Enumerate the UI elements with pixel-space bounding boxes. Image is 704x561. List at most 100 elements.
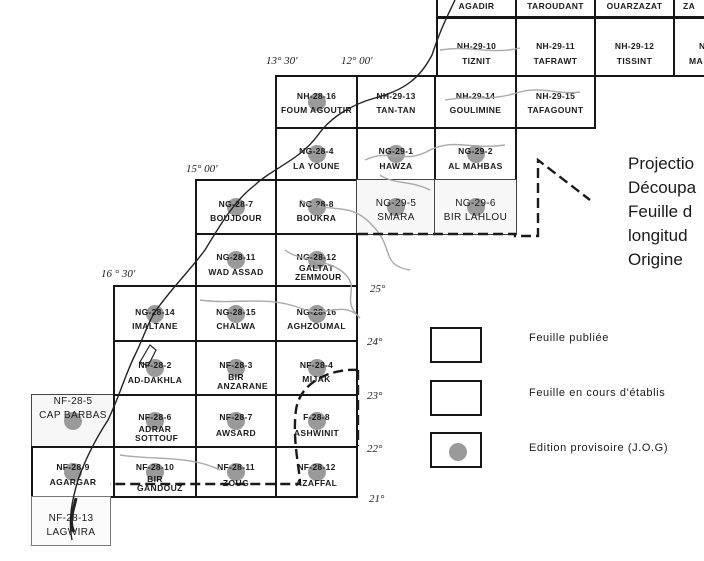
sheet-name: BOUKRA — [296, 213, 337, 223]
sheet-name: GOULIMINE — [449, 105, 502, 115]
coord-lat-24: 24° — [367, 336, 383, 348]
sheet-nh-29-10[interactable]: NH-29-10 TIZNIT — [436, 17, 517, 77]
sheet-name: LA YOUNE — [293, 161, 340, 171]
sheet-agadir[interactable]: AGADIR — [436, 0, 517, 18]
sheet-name: GALTAT ZEMMOUR — [295, 263, 342, 282]
sheet-taroudant[interactable]: TAROUDANT — [515, 0, 596, 18]
sheet-nf-28-2[interactable]: NF-28-2 AD-DAKHLA — [113, 340, 197, 396]
sheet-name: HAWZA — [379, 161, 413, 171]
sheet-name: OUARZAZAT — [606, 1, 663, 11]
sheet-code: NH-29-13 — [376, 91, 416, 101]
sheet-ouarzazat[interactable]: OUARZAZAT — [594, 0, 675, 18]
sheet-name: MA — [689, 56, 704, 66]
sheet-name: MIJAK — [302, 374, 331, 384]
sheet-name: WAD ASSAD — [208, 267, 264, 277]
sheet-nh-28-16[interactable]: NH-28-16 FOUM AGOUTIR — [275, 75, 358, 129]
sheet-nh-29-12[interactable]: NH-29-12 TISSINT — [594, 17, 675, 77]
sheet-name: CAP BARBAS — [39, 410, 107, 421]
sheet-nh-29-14[interactable]: NH-29-14 GOULIMINE — [434, 75, 517, 129]
projection-line: longitud — [628, 226, 688, 245]
projection-line: Feuille d — [628, 202, 693, 221]
sheet-name: ASHWINIT — [293, 428, 340, 438]
sheet-nf-28-9[interactable]: NF-28-9 AGARGAR — [31, 446, 115, 498]
legend-box-provisional — [430, 432, 482, 468]
sheet-name: ZA — [683, 1, 696, 11]
sheet-ng-29-5[interactable]: NG-29-5 SMARA — [356, 179, 436, 235]
sheet-name: AGARGAR — [49, 477, 97, 487]
coord-lat-22: 22° — [367, 443, 383, 455]
sheet-ng-28-8[interactable]: NG-28-8 BOUKRA — [275, 179, 358, 235]
projection-notes: Projectio Découpa Feuille d longitud Ori… — [628, 152, 696, 272]
sheet-code: F-28-8 — [303, 412, 330, 422]
projection-line: Origine — [628, 250, 683, 269]
sheet-ng-28-12[interactable]: NG-28-12 GALTAT ZEMMOUR — [275, 233, 358, 287]
sheet-nf-28-11[interactable]: NF-28-11 ZOUG — [195, 446, 277, 498]
sheet-code: NG-28-4 — [299, 146, 334, 156]
coord-lon-15-00: 15° 00' — [186, 163, 218, 175]
sheet-ng-29-6[interactable]: NG-29-6 BIR LAHLOU — [434, 179, 517, 235]
sheet-code: NF-28-12 — [297, 462, 336, 472]
sheet-name: AGADIR — [458, 1, 495, 11]
sheet-nf-28-3[interactable]: NF-28-3 BIR ANZARANE — [195, 340, 277, 396]
sheet-nh-29-11[interactable]: NH-29-11 TAFRAWT — [515, 17, 596, 77]
sheet-nf-28-10[interactable]: NF-28-10 BIR GANDOUZ — [113, 446, 197, 498]
sheet-code: NG-28-12 — [296, 252, 337, 262]
sheet-code: NH-29-14 — [455, 91, 496, 101]
sheet-name: TAFAGOUNT — [527, 105, 584, 115]
sheet-nf-28-5[interactable]: NF-28-5 CAP BARBAS — [31, 394, 115, 448]
projection-line: Découpa — [628, 178, 697, 197]
sheet-name: TAN-TAN — [376, 105, 416, 115]
coord-lon-12-00: 12° 00' — [341, 55, 373, 67]
sheet-code: NG-29-5 — [375, 198, 417, 209]
sheet-code: NF-28-10 — [135, 462, 175, 472]
projection-line: Projectio — [628, 154, 695, 173]
sheet-code: NG-28-15 — [216, 307, 256, 317]
sheet-ng-28-7[interactable]: NG-28-7 BOUJDOUR — [195, 179, 277, 235]
sheet-name: BOUJDOUR — [210, 213, 262, 223]
sheet-name: CHALWA — [216, 321, 256, 331]
sheet-nh-29-15[interactable]: NH-29-15 TAFAGOUNT — [515, 75, 596, 129]
coord-lon-16-30: 16 ° 30' — [101, 268, 136, 280]
sheet-name: AGHZOUMAL — [287, 321, 346, 331]
sheet-name: TAROUDANT — [527, 1, 584, 11]
sheet-nh-29-13[interactable]: NH-29-13 TAN-TAN — [356, 75, 436, 129]
sheet-nf-28-13[interactable]: NF-28-13 LAGWIRA — [31, 496, 111, 546]
sheet-code: NH-29-12 — [614, 41, 655, 51]
sheet-name: BIR ANZARANE — [217, 372, 268, 391]
sheet-nf-28-12[interactable]: NF-28-12 AZAFFAL — [275, 446, 358, 498]
sheet-nf-28-4[interactable]: NF-28-4 MIJAK — [275, 340, 358, 396]
sheet-ng-28-11[interactable]: NG-28-11 WAD ASSAD — [195, 233, 277, 287]
sheet-code: NG-28-8 — [299, 199, 334, 209]
coord-lat-23: 23° — [367, 390, 383, 402]
sheet-nf-28-6[interactable]: NF-28-6 ADRAR SOTTOUF — [113, 394, 197, 448]
sheet-code: NG-29-2 — [458, 146, 493, 156]
sheet-code: NF-28-2 — [138, 360, 172, 370]
sheet-code: NF-28-9 — [56, 462, 90, 472]
sheet-ng-28-14[interactable]: NG-28-14 IMALTANE — [113, 285, 197, 342]
sheet-code: NH-29-11 — [536, 41, 575, 51]
sheet-code: NF-28-5 — [53, 396, 93, 407]
sheet-ng-29-2[interactable]: NG-29-2 AL MAHBAS — [434, 127, 517, 181]
sheet-code: NG-29-1 — [378, 146, 414, 156]
sheet-za[interactable]: ZA — [673, 0, 704, 18]
sheet-name: BIR LAHLOU — [443, 212, 508, 223]
sheet-name: AL MAHBAS — [448, 161, 503, 171]
sheet-name: AD-DAKHLA — [127, 375, 183, 385]
sheet-nf-28-7[interactable]: NF-28-7 AWSARD — [195, 394, 277, 448]
provisional-dot-icon — [449, 443, 467, 461]
sheet-code: NF-28-13 — [48, 513, 94, 524]
coord-lon-13-30: 13° 30' — [266, 55, 298, 67]
sheet-code: NG-28-11 — [216, 252, 256, 262]
sheet-nh-29-ma[interactable]: N MA — [673, 17, 704, 77]
sheet-ng-28-4[interactable]: NG-28-4 LA YOUNE — [275, 127, 358, 181]
sheet-code: NF-28-4 — [299, 360, 334, 370]
legend-label-published: Feuille publiée — [529, 332, 609, 344]
sheet-ng-28-16[interactable]: NG-28-16 AGHZOUMAL — [275, 285, 358, 342]
sheet-name: AZAFFAL — [295, 478, 338, 488]
sheet-ng-28-15[interactable]: NG-28-15 CHALWA — [195, 285, 277, 342]
sheet-nf-28-8[interactable]: F-28-8 ASHWINIT — [275, 394, 358, 448]
sheet-code: NF-28-6 — [138, 412, 172, 422]
legend-label-provisional: Edition provisoire (J.O.G) — [529, 442, 669, 454]
sheet-ng-29-1[interactable]: NG-29-1 HAWZA — [356, 127, 436, 181]
